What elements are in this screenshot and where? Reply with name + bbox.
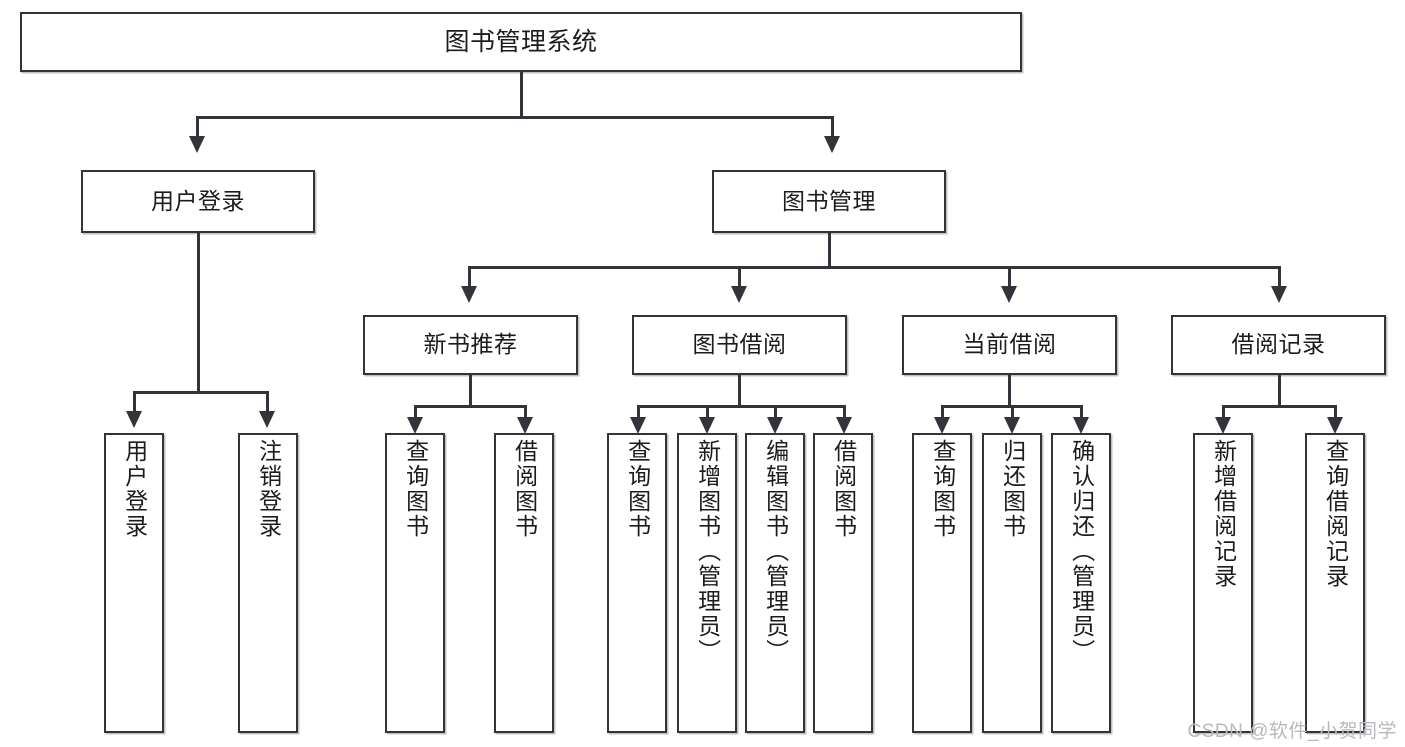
arrow-borrow-record-leaf-1 bbox=[1215, 417, 1231, 434]
node-label: 图书借阅 bbox=[692, 331, 787, 358]
leaf-book-borrow-edit-book[interactable]: 编辑图书（管理员） bbox=[745, 433, 805, 733]
node-label: 新增借阅记录 bbox=[1210, 439, 1237, 589]
node-borrow-record[interactable]: 借阅记录 bbox=[1171, 315, 1386, 375]
node-label: 确认归还（管理员） bbox=[1068, 439, 1095, 664]
connector-user-login-drop-1 bbox=[133, 391, 136, 413]
leaf-new-book-borrow-book[interactable]: 借阅图书 bbox=[494, 433, 554, 733]
leaf-book-borrow-borrow-book[interactable]: 借阅图书 bbox=[813, 433, 873, 733]
connector-borrow-record-drop-2 bbox=[1334, 405, 1337, 421]
connector-new-book-bar bbox=[414, 405, 526, 408]
connector-root-to-book-mgmt bbox=[831, 116, 834, 138]
arrow-book-mgmt-to-current-borrow bbox=[1001, 286, 1017, 303]
arrow-book-borrow-leaf-3 bbox=[767, 417, 783, 434]
leaf-user-login-logout[interactable]: 注销登录 bbox=[238, 433, 298, 733]
connector-book-borrow-drop-2 bbox=[706, 405, 709, 421]
leaf-borrow-record-query-record[interactable]: 查询借阅记录 bbox=[1305, 433, 1365, 733]
connector-borrow-record-bar bbox=[1222, 405, 1336, 408]
node-label: 借阅图书 bbox=[830, 439, 857, 539]
connector-book-mgmt-bar bbox=[468, 266, 1280, 269]
connector-current-borrow-drop-1 bbox=[941, 405, 944, 421]
connector-book-mgmt-drop-3 bbox=[1008, 266, 1011, 288]
leaf-current-borrow-confirm-return[interactable]: 确认归还（管理员） bbox=[1051, 433, 1111, 733]
arrow-book-mgmt-to-book-borrow bbox=[731, 286, 747, 303]
connector-book-borrow-drop-3 bbox=[774, 405, 777, 421]
arrow-current-borrow-leaf-1 bbox=[934, 417, 950, 434]
connector-book-borrow-stem bbox=[738, 375, 741, 407]
node-new-book-recommend[interactable]: 新书推荐 bbox=[363, 315, 578, 375]
arrow-current-borrow-leaf-3 bbox=[1073, 417, 1089, 434]
leaf-borrow-record-add-record[interactable]: 新增借阅记录 bbox=[1193, 433, 1253, 733]
node-label: 注销登录 bbox=[255, 439, 282, 539]
connector-book-borrow-drop-1 bbox=[637, 405, 640, 421]
arrow-book-borrow-leaf-2 bbox=[699, 417, 715, 434]
arrow-user-login-leaf-1 bbox=[126, 411, 142, 428]
connector-current-borrow-drop-3 bbox=[1080, 405, 1083, 421]
arrow-current-borrow-leaf-2 bbox=[1004, 417, 1020, 434]
arrow-borrow-record-leaf-2 bbox=[1327, 417, 1343, 434]
connector-root-bar bbox=[196, 116, 834, 119]
node-label: 新增图书（管理员） bbox=[694, 439, 721, 664]
node-label: 查询图书 bbox=[624, 439, 651, 539]
arrow-new-book-leaf-2 bbox=[517, 417, 533, 434]
node-label: 当前借阅 bbox=[962, 331, 1057, 358]
node-label: 查询借阅记录 bbox=[1322, 439, 1349, 589]
connector-current-borrow-drop-2 bbox=[1011, 405, 1014, 421]
connector-root-stem bbox=[520, 72, 523, 118]
node-label: 新书推荐 bbox=[423, 331, 518, 358]
arrow-user-login-leaf-2 bbox=[259, 411, 275, 428]
node-label: 图书管理系统 bbox=[444, 28, 598, 56]
leaf-current-borrow-return-book[interactable]: 归还图书 bbox=[982, 433, 1042, 733]
connector-book-borrow-bar bbox=[637, 405, 845, 408]
connector-user-login-stem bbox=[197, 233, 200, 393]
leaf-user-login-login[interactable]: 用户登录 bbox=[104, 433, 164, 733]
arrow-root-to-user-login bbox=[189, 136, 205, 153]
connector-new-book-drop-2 bbox=[524, 405, 527, 421]
node-root-system[interactable]: 图书管理系统 bbox=[20, 12, 1022, 72]
connector-borrow-record-drop-1 bbox=[1222, 405, 1225, 421]
node-current-borrow[interactable]: 当前借阅 bbox=[902, 315, 1117, 375]
arrow-book-mgmt-to-new-book bbox=[461, 286, 477, 303]
node-label: 归还图书 bbox=[999, 439, 1026, 539]
connector-current-borrow-stem bbox=[1008, 375, 1011, 407]
node-label: 编辑图书（管理员） bbox=[762, 439, 789, 664]
arrow-new-book-leaf-1 bbox=[407, 417, 423, 434]
connector-book-borrow-drop-4 bbox=[843, 405, 846, 421]
leaf-current-borrow-query-book[interactable]: 查询图书 bbox=[912, 433, 972, 733]
node-user-login[interactable]: 用户登录 bbox=[81, 170, 315, 233]
node-label: 查询图书 bbox=[402, 439, 429, 539]
arrow-root-to-book-mgmt bbox=[824, 136, 840, 153]
node-label: 借阅记录 bbox=[1231, 331, 1326, 358]
connector-book-mgmt-drop-2 bbox=[738, 266, 741, 288]
leaf-book-borrow-add-book[interactable]: 新增图书（管理员） bbox=[677, 433, 737, 733]
node-book-management[interactable]: 图书管理 bbox=[712, 170, 946, 233]
connector-borrow-record-stem bbox=[1278, 375, 1281, 407]
connector-user-login-drop-2 bbox=[266, 391, 269, 413]
node-label: 借阅图书 bbox=[511, 439, 538, 539]
node-book-borrow[interactable]: 图书借阅 bbox=[632, 315, 847, 375]
node-label: 用户登录 bbox=[121, 439, 148, 539]
leaf-book-borrow-query-book[interactable]: 查询图书 bbox=[607, 433, 667, 733]
leaf-new-book-query-book[interactable]: 查询图书 bbox=[385, 433, 445, 733]
arrow-book-borrow-leaf-1 bbox=[630, 417, 646, 434]
arrow-book-mgmt-to-borrow-record bbox=[1271, 286, 1287, 303]
node-label: 查询图书 bbox=[929, 439, 956, 539]
connector-book-mgmt-drop-4 bbox=[1278, 266, 1281, 288]
connector-root-to-user-login bbox=[196, 116, 199, 138]
arrow-book-borrow-leaf-4 bbox=[836, 417, 852, 434]
connector-new-book-drop-1 bbox=[414, 405, 417, 421]
node-label: 用户登录 bbox=[151, 187, 245, 214]
connector-new-book-stem bbox=[469, 375, 472, 407]
connector-book-mgmt-drop-1 bbox=[468, 266, 471, 288]
node-label: 图书管理 bbox=[782, 187, 876, 214]
connector-book-mgmt-stem bbox=[828, 233, 831, 268]
connector-user-login-bar bbox=[133, 391, 268, 394]
